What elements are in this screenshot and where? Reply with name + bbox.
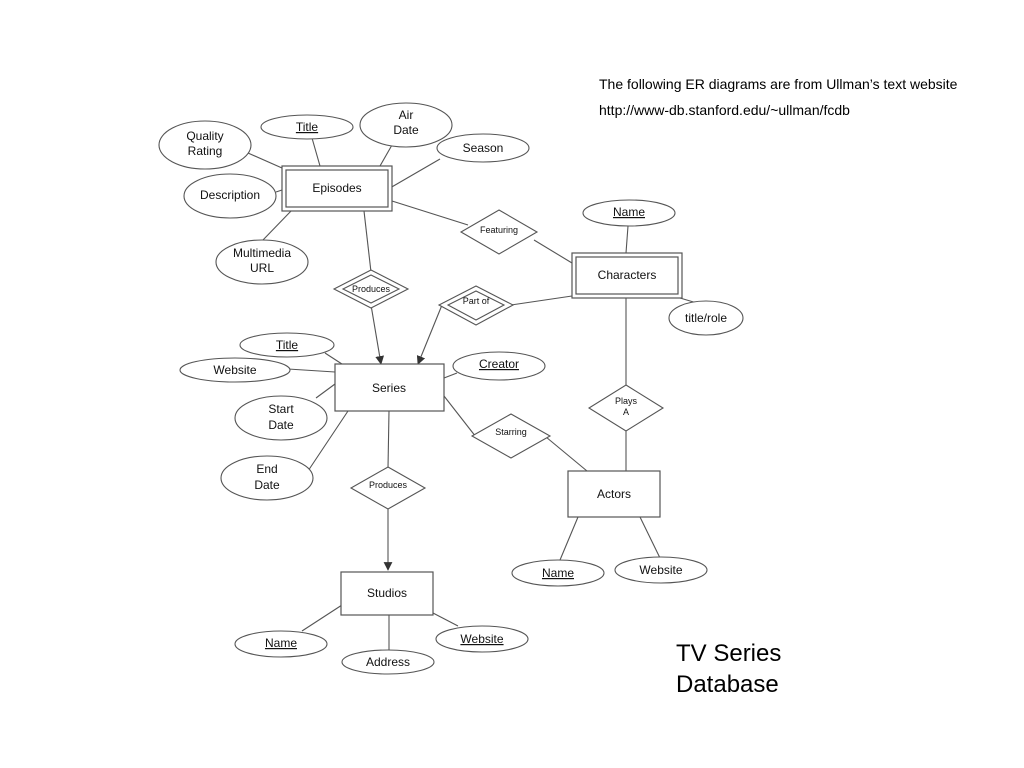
attribute-series-title: Title [239,332,335,358]
line-studios-name [301,604,343,632]
line-episodes-title [311,137,321,167]
entity-actors-label: Actors [597,487,631,501]
entity-series: Series [334,363,445,412]
relationship-part-of-label: Part of [463,296,490,306]
attribute-studio-website: Website [435,625,529,653]
line-series-creator [443,372,458,379]
line-starring-actors [545,436,588,472]
entity-series-label: Series [372,381,406,395]
svg-text:Website: Website [639,563,682,577]
key-attribute-label: Name [613,205,645,219]
line-actors-name [559,516,579,561]
relationship-produces-episodes-label: Produces [352,284,391,294]
relationship-starring-label: Starring [495,427,527,437]
attribute-season: Season [436,133,530,163]
attribute-studio-name: Name [234,630,328,658]
key-attribute-label: Name [265,636,297,650]
line-episodes-multimedia [261,209,293,242]
attribute-actor-name: Name [511,559,605,587]
svg-text:Quality: Quality [186,129,223,143]
source-caption: The following ER diagrams are from Ullma… [599,75,959,119]
entity-characters: Characters [571,252,683,299]
line-series-enddate [307,410,349,472]
line-series-website [287,368,336,373]
key-attribute-label: Website [460,632,503,646]
entity-actors: Actors [567,470,661,518]
line-produces-series [370,304,385,365]
line-partof-series [416,304,443,365]
key-attribute-label: Title [296,120,319,134]
caption-url: http://www-db.stanford.edu/~ullman/fcdb [599,102,850,118]
entity-episodes-label: Episodes [312,181,361,195]
line-episodes-quality [247,152,283,169]
line-episodes-featuring [391,200,469,226]
attribute-title-role: title/role [668,300,744,336]
line-series-startdate [315,383,336,399]
caption-text: The following ER diagrams are from Ullma… [599,76,958,92]
svg-text:Rating: Rating [188,144,223,158]
entity-studios: Studios [340,571,434,616]
diagram-title-line1: TV Series [676,640,782,667]
key-attribute-label: Creator [479,357,519,371]
svg-text:Multimedia: Multimedia [233,246,291,260]
svg-text:Website: Website [213,363,256,377]
key-attribute-label: Title [276,338,299,352]
svg-text:URL: URL [250,261,274,275]
diagram-title-line2: Database [676,671,779,698]
entity-episodes: Episodes [281,165,393,212]
attribute-description: Description [183,173,277,219]
line-series-starring [443,395,477,438]
relationship-starring: Starring [470,413,552,459]
svg-text:Date: Date [393,123,419,137]
line-episodes-description [275,189,283,193]
entity-studios-label: Studios [367,586,407,600]
svg-text:title/role: title/role [685,311,727,325]
relationship-produces-studios: Produces [349,466,427,510]
relationship-produces-episodes: Produces [332,269,410,309]
attribute-character-name: Name [582,199,676,227]
svg-text:Season: Season [463,141,504,155]
svg-text:Start: Start [268,402,294,416]
relationship-plays-a: Plays A [587,384,665,432]
key-attribute-label: Name [542,566,574,580]
line-featuring-characters [533,239,573,264]
svg-text:Air: Air [399,108,414,122]
svg-text:End: End [256,462,277,476]
line-studios-website [432,612,459,627]
line-episodes-airdate [379,144,393,167]
relationship-a-label: A [623,407,629,417]
line-actors-website [639,516,661,559]
diagram-title: TV Series Database [676,638,781,700]
line-characters-partof [510,295,573,306]
line-characters-name [625,225,629,254]
relationship-produces-studios-label: Produces [369,480,408,490]
svg-text:Description: Description [200,188,260,202]
attribute-studio-address: Address [341,649,435,675]
attribute-end-date: End Date [220,455,314,501]
attribute-actor-website: Website [614,556,708,584]
line-episodes-season [389,158,441,189]
attribute-series-website: Website [179,357,291,383]
relationship-plays-label: Plays [615,396,638,406]
attribute-multimedia-url: Multimedia URL [215,239,309,285]
attribute-air-date: Air Date [359,102,453,148]
attribute-series-creator: Creator [452,351,546,381]
entity-characters-label: Characters [598,268,657,282]
svg-text:Date: Date [254,478,280,492]
line-episodes-produces [363,210,372,273]
relationship-featuring-label: Featuring [480,225,518,235]
line-series-produces [387,410,390,469]
svg-text:Date: Date [268,418,294,432]
attribute-quality-rating: Quality Rating [158,120,252,170]
attribute-episode-title: Title [260,114,354,140]
svg-text:Address: Address [366,655,410,669]
attribute-start-date: Start Date [234,395,328,441]
relationship-part-of: Part of [437,285,515,326]
relationship-featuring: Featuring [459,209,539,255]
